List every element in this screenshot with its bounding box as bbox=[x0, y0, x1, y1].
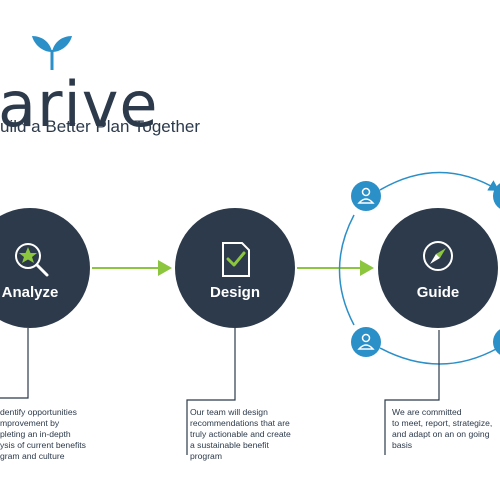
step-description-analyze: dentify opportunities mprovement by plet… bbox=[0, 407, 86, 461]
step-circle-design bbox=[175, 208, 295, 328]
step-circle-analyze bbox=[0, 208, 90, 328]
logo: arive bbox=[0, 36, 158, 136]
step-label-guide: Guide bbox=[416, 284, 460, 301]
person-node-top-left bbox=[351, 181, 381, 211]
step-label-design: Design bbox=[209, 284, 260, 301]
step-description-guide: We are committed to meet, report, strate… bbox=[392, 407, 493, 450]
person-node-bottom-left bbox=[351, 327, 381, 357]
step-description-design: Our team will design recommendations tha… bbox=[190, 407, 291, 461]
step-label-analyze: Analyze bbox=[1, 284, 59, 301]
document-check-icon bbox=[222, 242, 250, 277]
brand-name: arive bbox=[0, 68, 159, 141]
callout-line-guide bbox=[384, 330, 440, 455]
step-circle-guide bbox=[378, 208, 498, 328]
sprout-icon bbox=[32, 36, 72, 70]
callout-line-analyze bbox=[0, 328, 29, 399]
tagline: uild a Better Plan Together bbox=[0, 117, 201, 136]
person-node-top-right bbox=[493, 183, 500, 209]
person-node-bottom-right bbox=[493, 329, 500, 355]
magnifier-star-icon bbox=[15, 243, 49, 277]
compass-icon bbox=[423, 241, 453, 271]
callout-line-design bbox=[186, 328, 236, 455]
